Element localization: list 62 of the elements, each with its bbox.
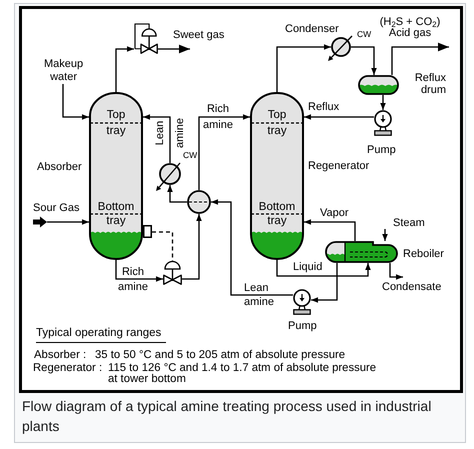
flow-arrow [304,219,356,241]
equipment-label: Pump [288,320,317,332]
equipment-label: Reflux drum [414,72,446,96]
stream-label: Steam [393,217,425,229]
flow-arrow [47,219,89,225]
stream-label: Liquid [293,261,322,273]
equipment-label: Condenser [285,23,339,35]
note-text: 35 to 50 °C and 5 to 205 atm of absolute pressure [95,350,346,360]
utility-label: CW [183,150,198,160]
flow-arrow [382,229,388,241]
flow-arrow [211,199,293,296]
flow-arrow [115,46,134,92]
equipment-label: Absorber [37,161,82,173]
notes-heading: Typical operating ranges [36,327,166,343]
stream-label: Makeup water [44,58,84,84]
equipment-label: Regenerator [308,160,370,172]
equipment-label: Reboiler [403,248,444,260]
flow-arrow [391,42,449,75]
stream-label: Vapor [320,207,349,219]
stream-label: Reflux [308,101,340,113]
pump-icon [374,110,392,136]
flow-arrow [182,214,202,280]
absorber-column [89,92,143,260]
reflux-drum [358,75,399,95]
flow-arrow [198,114,250,190]
stream-label: Rich amine [118,264,148,294]
regenerator-column [250,92,304,260]
flow-arrow [380,95,386,110]
flow-arrow [351,46,377,75]
flow-arrow [276,44,331,92]
tray-label: Top tray [267,108,287,139]
stream-label: Rich amine [203,102,233,133]
control-valve-icon [134,23,158,54]
stream-label: Condensate [382,281,442,293]
flow-arrow [389,263,403,280]
tray-label: Bottom tray [258,200,296,228]
note-text: Absorber : [34,350,86,360]
tray-label: Bottom tray [98,200,134,228]
flow-arrow [158,44,190,54]
signal-line [152,231,174,261]
flow-arrow [311,263,338,303]
utility-label: CW [357,29,372,39]
stream-label: Sour Gas [33,202,80,214]
control-valve-icon [163,261,182,285]
note-text: Regenerator : [33,362,102,374]
flow-arrow [304,114,374,120]
stream-label: Lean amine [153,118,187,148]
equipment-label: Pump [367,144,396,156]
stream-label: Sweet gas [173,29,224,41]
reboiler [325,241,398,263]
caption: Flow diagram of a typical amine treating process used in industrial plants [22,397,432,436]
flow-arrow [115,260,163,282]
flow-arrow [276,260,371,277]
flow-arrow [62,84,89,120]
note-text: 115 to 126 °C and 1.4 to 1.7 atm of absolute pressure at tower bottom [108,362,378,384]
flow-arrow [143,114,171,163]
pump-icon [293,289,311,315]
tray-label: Top tray [106,108,126,139]
level-controller-icon [143,225,152,238]
stream-label: Lean amine [244,281,274,309]
flow-arrow [167,185,187,203]
stream-label: (H$_{2}$S + CO$_{2}$) Acid gas [378,16,442,40]
